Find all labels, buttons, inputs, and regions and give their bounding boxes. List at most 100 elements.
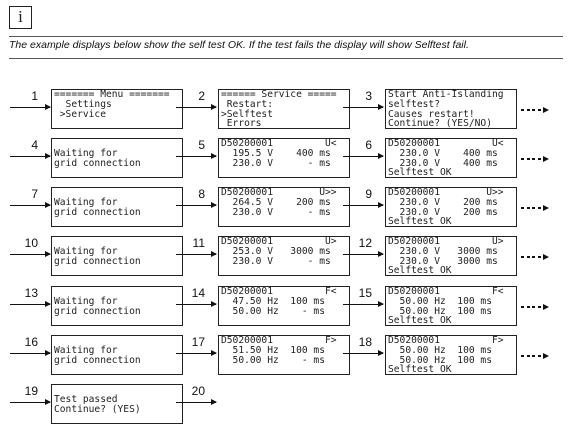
step-number: 5 xyxy=(198,138,205,152)
lcd-display: D50200001 U>> 264.5 V 200 ms 230.0 V - m… xyxy=(218,187,350,227)
continuation-arrow xyxy=(521,199,551,211)
step-number: 20 xyxy=(191,384,205,398)
continuation-arrow xyxy=(521,101,551,113)
flow-arrow xyxy=(10,251,51,257)
page-caption: The example displays below show the self… xyxy=(9,39,469,51)
display-line: >Selftest xyxy=(221,108,273,120)
display-line: 230.0 V - ms xyxy=(221,157,331,169)
step-number: 1 xyxy=(31,89,38,103)
display-line: Waiting for xyxy=(54,295,118,307)
flow-arrow xyxy=(10,350,51,356)
display-line: D50200001 F< xyxy=(388,286,504,297)
display-line: Settings xyxy=(54,98,112,110)
flow-arrow xyxy=(343,301,384,307)
continuation-arrow xyxy=(521,248,551,260)
display-line: 50.00 Hz 100 ms xyxy=(388,344,492,356)
display-line: Waiting for xyxy=(54,147,118,159)
step-number: 3 xyxy=(365,89,372,103)
display-line: grid connection xyxy=(54,305,141,317)
display-line: grid connection xyxy=(54,255,141,267)
display-line: Continue? (YES/NO) xyxy=(388,118,492,129)
bottom-rule xyxy=(9,58,563,59)
lcd-display: D50200001 U>> 230.0 V 200 ms 230.0 V 200… xyxy=(385,187,517,227)
continuation-arrow xyxy=(521,298,551,310)
display-line: Causes restart! xyxy=(388,108,475,120)
flow-arrow xyxy=(176,251,217,257)
display-line: D50200001 U< xyxy=(388,138,504,149)
display-line: selftest? xyxy=(388,98,440,110)
flow-arrow xyxy=(343,104,384,110)
display-line: grid connection xyxy=(54,206,141,218)
flow-arrow xyxy=(176,399,217,405)
step-number: 6 xyxy=(365,138,372,152)
flow-arrow xyxy=(343,202,384,208)
display-line: 264.5 V 200 ms xyxy=(221,196,331,208)
continuation-arrow xyxy=(521,150,551,162)
flow-arrow xyxy=(176,202,217,208)
display-line: Selftest OK xyxy=(388,265,452,276)
step-number: 11 xyxy=(192,236,205,250)
display-line: grid connection xyxy=(54,157,141,169)
step-number: 15 xyxy=(358,286,372,300)
step-number: 18 xyxy=(358,335,372,349)
lcd-display: D50200001 U> 230.0 V 3000 ms 230.0 V 300… xyxy=(385,236,517,276)
step-number: 17 xyxy=(191,335,205,349)
flow-arrow xyxy=(10,301,51,307)
step-number: 16 xyxy=(24,335,38,349)
step-number: 13 xyxy=(24,286,38,300)
display-line: Start Anti-Islanding xyxy=(388,89,504,100)
lcd-display: D50200001 U> 253.0 V 3000 ms 230.0 V - m… xyxy=(218,236,350,276)
step-number: 19 xyxy=(24,384,38,398)
display-line: 253.0 V 3000 ms xyxy=(221,245,331,257)
flow-arrow xyxy=(10,153,51,159)
display-line: Selftest OK xyxy=(388,167,452,178)
step-number: 12 xyxy=(358,236,372,250)
display-line: ====== Service ===== xyxy=(221,89,337,100)
display-line: D50200001 U< xyxy=(221,138,337,149)
lcd-display: D50200001 U< 195.5 V 400 ms 230.0 V - ms xyxy=(218,138,350,178)
display-line: Continue? (YES) xyxy=(54,403,141,415)
display-line: D50200001 F> xyxy=(221,335,337,346)
info-icon: i xyxy=(9,6,32,29)
display-line: D50200001 F> xyxy=(388,335,504,346)
display-line: grid connection xyxy=(54,354,141,366)
display-line: D50200001 U>> xyxy=(388,187,504,198)
lcd-display: ======= Menu ======= Settings >Service xyxy=(51,89,183,129)
display-line: D50200001 U>> xyxy=(221,187,337,198)
display-line: Errors xyxy=(221,118,262,129)
display-line: 230.0 V 200 ms xyxy=(388,206,498,218)
flow-arrow xyxy=(343,251,384,257)
display-line: 195.5 V 400 ms xyxy=(221,147,331,159)
continuation-arrow xyxy=(521,347,551,359)
display-line: 51.50 Hz 100 ms xyxy=(221,344,325,356)
lcd-display: D50200001 F< 47.50 Hz 100 ms 50.00 Hz - … xyxy=(218,286,350,326)
display-line: 230.0 V 3000 ms xyxy=(388,245,498,257)
display-line: D50200001 F< xyxy=(221,286,337,297)
top-rule xyxy=(9,36,563,37)
display-line: 230.0 V - ms xyxy=(221,255,331,267)
display-line: Test passed xyxy=(54,393,118,405)
lcd-display: D50200001 U< 230.0 V 400 ms 230.0 V 400 … xyxy=(385,138,517,178)
display-line: 230.0 V 200 ms xyxy=(388,196,498,208)
display-line: D50200001 U> xyxy=(388,236,504,247)
lcd-display: D50200001 F> 51.50 Hz 100 ms 50.00 Hz - … xyxy=(218,335,350,375)
flow-arrow xyxy=(176,350,217,356)
flow-arrow xyxy=(343,153,384,159)
flow-arrow xyxy=(10,399,51,405)
display-line: Selftest OK xyxy=(388,364,452,375)
display-line: Waiting for xyxy=(54,196,118,208)
flow-arrow xyxy=(176,301,217,307)
flow-arrow xyxy=(10,202,51,208)
display-line: 230.0 V - ms xyxy=(221,206,331,218)
